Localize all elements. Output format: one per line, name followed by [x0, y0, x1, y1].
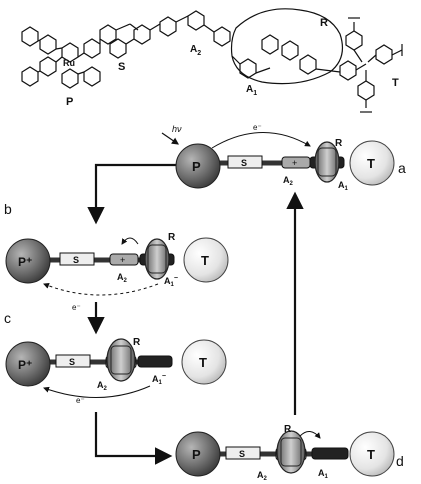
state-b-a2-label: A2	[117, 272, 128, 284]
arrow-c-to-d	[94, 412, 173, 465]
state-c-a2-label: A2	[97, 380, 108, 392]
state-d-a2-label: A2	[257, 470, 268, 482]
structure-s-label: S	[118, 61, 125, 73]
state-b-stopper	[183, 237, 229, 283]
state-c: S P⁺ T R A2 A1− e⁻ c	[4, 310, 227, 405]
state-c-s-label: S	[69, 357, 75, 367]
state-b-p-label: P⁺	[18, 255, 32, 269]
state-b-r-label: R	[168, 232, 176, 243]
state-c-electron-arrow	[43, 385, 151, 399]
state-b-a2-station	[109, 253, 139, 266]
ru-label: Ru	[63, 58, 75, 68]
state-d-a1-station	[311, 447, 349, 460]
state-c-a1-station	[137, 355, 173, 368]
state-d-r-label: R	[284, 424, 292, 435]
structure-t-label: T	[392, 77, 399, 89]
state-d-letter: d	[396, 453, 404, 469]
state-d-spacer	[225, 446, 261, 460]
state-a-s-label: S	[241, 158, 247, 168]
arrow-a-to-b	[87, 163, 178, 225]
state-a-p-label: P	[192, 159, 201, 174]
state-a-letter: a	[398, 160, 406, 176]
structure-p-label: P	[66, 96, 73, 108]
svg-text:+: +	[292, 158, 297, 168]
svg-text:+: +	[120, 255, 125, 265]
state-a-electron-label: e⁻	[253, 123, 262, 132]
ru-complex	[21, 23, 139, 89]
state-b: S + P⁺ T R A2 A1− e⁻ b	[4, 201, 229, 312]
state-c-ring	[106, 338, 136, 382]
state-c-t-label: T	[199, 355, 207, 370]
state-d-photosensitizer	[175, 431, 221, 477]
a1-unit	[231, 54, 341, 79]
spacer-structure	[109, 16, 177, 59]
state-a-electron-arrow	[211, 132, 311, 149]
state-c-p-label: P⁺	[18, 358, 32, 372]
state-b-s-label: S	[73, 255, 79, 265]
state-c-spacer	[55, 354, 91, 368]
state-b-ring	[144, 238, 170, 280]
state-b-electron-label: e⁻	[72, 303, 81, 312]
state-a-stopper	[349, 140, 395, 186]
state-a-t-label: T	[367, 156, 375, 171]
structure-a1-label: A1	[246, 84, 257, 97]
state-d: S P T R A2 A1 d	[175, 424, 404, 482]
cycle-arrows	[87, 163, 304, 465]
state-d-s-label: S	[239, 449, 245, 459]
state-a-ring	[314, 141, 340, 183]
state-b-letter: b	[4, 201, 12, 217]
state-c-a1-label: A1−	[152, 373, 166, 386]
state-c-letter: c	[4, 310, 11, 326]
state-b-a1-label: A1−	[164, 275, 178, 288]
state-a-a2-label: A2	[283, 175, 294, 187]
state-a-photosensitizer	[175, 143, 221, 189]
state-d-ring	[276, 430, 306, 474]
state-c-electron-label: e⁻	[76, 396, 85, 405]
state-c-photosensitizer	[5, 341, 51, 387]
state-d-a1-label: A1	[318, 468, 329, 480]
state-b-spacer	[59, 252, 95, 266]
state-a-light-label: hν	[172, 124, 182, 134]
state-c-r-label: R	[133, 337, 141, 348]
structure-r-label: R	[320, 17, 328, 29]
state-a-spacer	[227, 155, 263, 169]
state-d-t-label: T	[367, 447, 375, 462]
state-a: S + P T R A2 A1 a hν e⁻	[161, 123, 406, 192]
structure-a2-label: A2	[190, 44, 201, 57]
stopper-structure	[339, 17, 403, 113]
state-d-p-label: P	[192, 447, 201, 462]
state-b-t-label: T	[201, 253, 209, 268]
state-a-a1-label: A1	[338, 180, 349, 192]
chemical-structure: Ru P S A2 R	[21, 8, 403, 113]
state-a-r-label: R	[335, 138, 343, 149]
state-d-stopper	[349, 431, 395, 477]
state-b-electron-arrow	[43, 283, 159, 296]
state-b-photosensitizer	[5, 238, 51, 284]
state-c-stopper	[181, 339, 227, 385]
a2-unit	[175, 10, 231, 47]
